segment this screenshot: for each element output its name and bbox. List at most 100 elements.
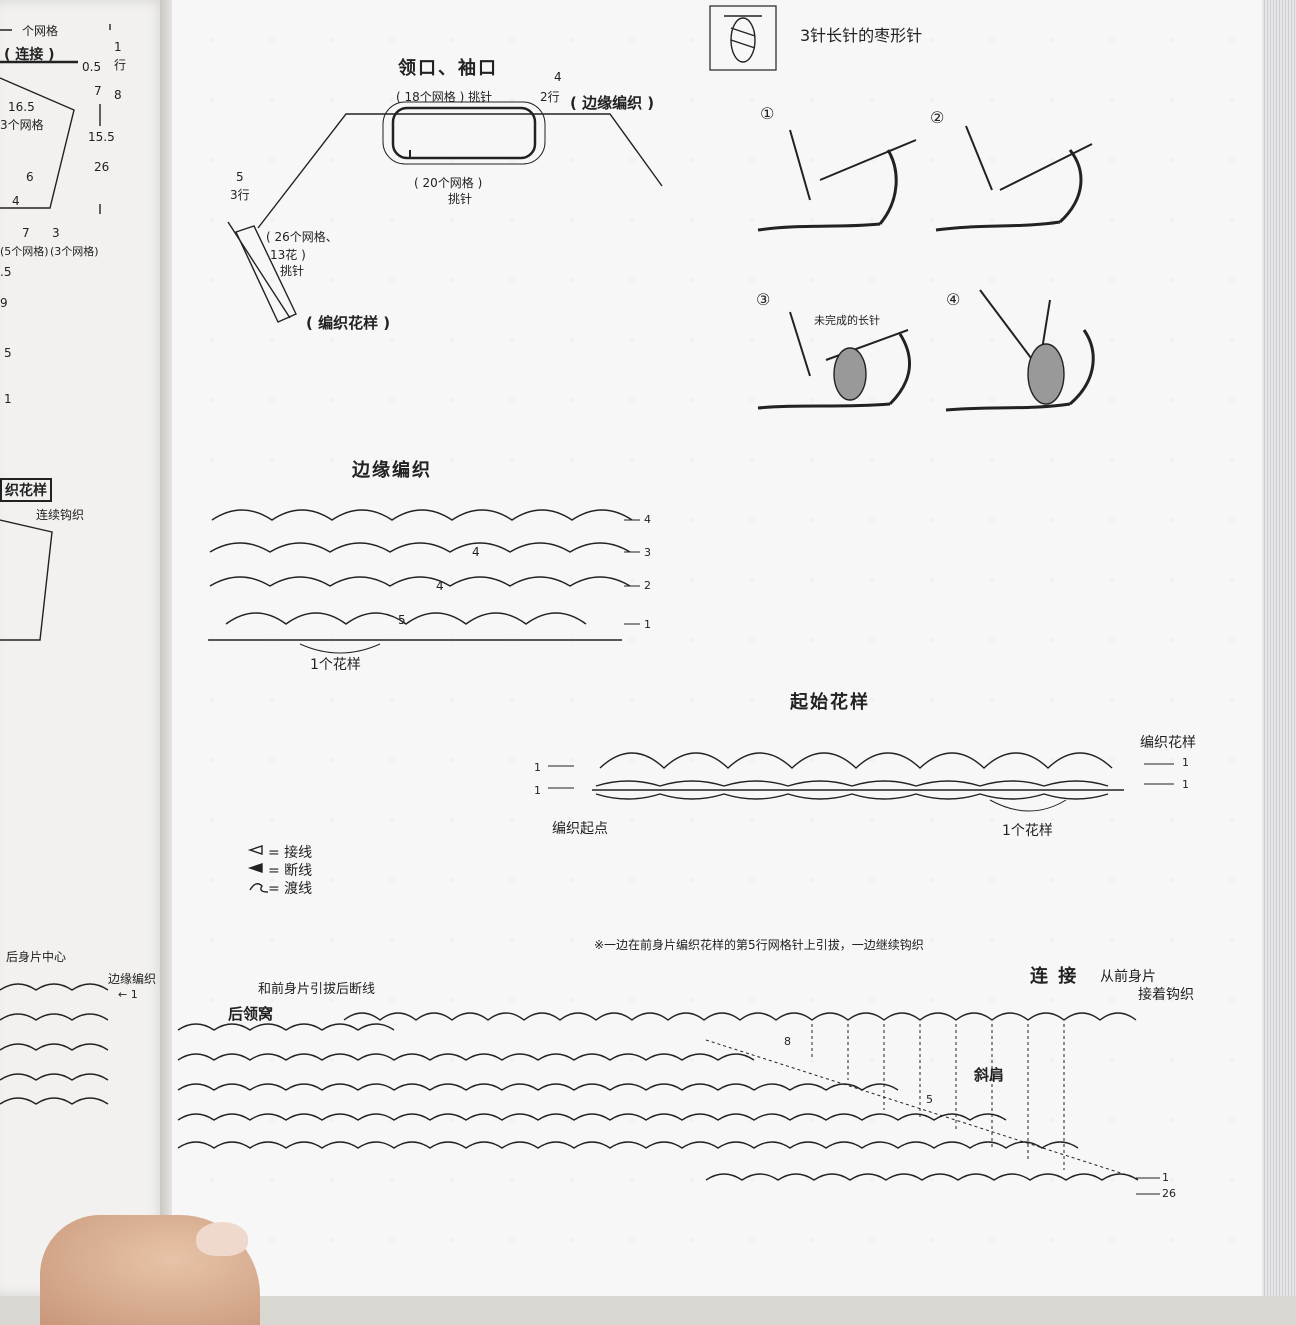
step-3: ③	[756, 290, 771, 309]
symbol-box	[709, 5, 777, 71]
left-join-label: ( 连接 )	[4, 47, 55, 63]
left-back-center: 后身片中心	[6, 950, 67, 964]
step-4: ④	[946, 290, 961, 309]
left-v6: 6	[26, 170, 34, 184]
step-1-illustration	[757, 129, 917, 232]
bottom-back-neck: 后领窝	[228, 1005, 274, 1023]
left-v155: 15.5	[88, 130, 115, 144]
edge-row-1: 1	[644, 618, 651, 631]
legend-cross-symbol	[249, 883, 269, 893]
neckline-rows-top: 4	[554, 70, 562, 84]
start-row-1d: 1	[1182, 778, 1189, 791]
left-v165: 16.5	[8, 100, 35, 114]
left-pattern-outline	[0, 519, 53, 641]
left-row: 行	[114, 58, 127, 72]
left-pattern-box: 织花样	[0, 478, 52, 502]
left-r1: 1	[114, 40, 122, 54]
step-2: ②	[930, 108, 945, 127]
bottom-row-26: 26	[1162, 1187, 1176, 1200]
edge-row-3: 3	[644, 546, 651, 559]
left-v7b: 7	[22, 226, 30, 240]
start-repeat: 1个花样	[1002, 823, 1053, 839]
symbol-title: 3针长针的枣形针	[800, 26, 923, 45]
left-body-outline	[0, 77, 75, 209]
diagram-graphics	[0, 5, 1174, 1195]
page-edges	[1262, 0, 1296, 1296]
bottom-row-1: 1	[1162, 1171, 1169, 1184]
left-v9: 9	[0, 296, 8, 310]
thumb-nail	[196, 1222, 248, 1256]
bottom-slope: 斜肩	[974, 1066, 1005, 1084]
neckline-title: 领口、袖口	[398, 58, 498, 79]
step-1: ①	[760, 104, 775, 123]
bottom-cut-after: 和前身片引拔后断线	[258, 982, 376, 997]
step-2-illustration	[935, 125, 1093, 232]
neckline-grid26: ( 26个网格、	[266, 230, 338, 244]
edge-repeat: 1个花样	[310, 657, 361, 673]
legend-cut-symbol	[247, 863, 263, 873]
start-row-1b: 1	[534, 784, 541, 797]
neckline-band	[391, 106, 537, 160]
start-row-1a: 1	[534, 761, 541, 774]
start-chart-title: 起始花样	[790, 692, 870, 713]
left-v26: 26	[94, 160, 110, 174]
left-arrow1: ← 1	[118, 988, 138, 1001]
neckline-edge-label: ( 边缘编织 )	[570, 94, 655, 112]
edge-row-2: 2	[644, 579, 651, 592]
edge-inner-4b: 4	[436, 579, 444, 593]
left-v5b: 5	[4, 346, 12, 360]
neckline-grid18: ( 18个网格 ) 挑针	[396, 90, 493, 104]
start-origin: 编织起点	[552, 821, 608, 837]
legend-join: = 接线	[268, 845, 313, 861]
neckline-pattern-label: ( 编织花样 )	[306, 314, 391, 332]
left-v3: 3	[52, 226, 60, 240]
start-chart-rows	[548, 752, 1174, 812]
neckline-pick: 挑针	[448, 192, 473, 206]
legend-cut: = 断线	[268, 863, 313, 879]
bottom-continue: 接着钩织	[1138, 987, 1194, 1003]
neckline-rows2: 2行	[540, 90, 560, 104]
unfinished-label: 未完成的长针	[814, 314, 880, 327]
neckline-rows3: 3行	[230, 188, 250, 202]
left-grid-label: 个网格	[22, 24, 59, 38]
legend-cross: = 渡线	[268, 881, 313, 897]
neckline-band-outer	[382, 101, 546, 165]
neckline-outer	[257, 113, 663, 229]
left-grid3b: (3个网格)	[50, 245, 99, 258]
left-grid5: (5个网格)	[0, 245, 49, 258]
step-3-illustration	[757, 311, 911, 410]
legend-join-symbol	[247, 845, 263, 855]
neckline-flower13: 13花 )	[270, 248, 306, 262]
edge-inner-5: 5	[398, 613, 406, 627]
start-row-1c: 1	[1182, 756, 1189, 769]
left-v7: 7	[94, 84, 102, 98]
left-grid3: 3个网格	[0, 118, 44, 132]
bottom-note: ※一边在前身片编织花样的第5行网格针上引拔，一边继续钩织	[594, 938, 924, 952]
edge-chart-title: 边缘编织	[352, 460, 432, 481]
bottom-chart-rows	[0, 983, 1160, 1195]
sleeve-band	[235, 225, 297, 323]
right-page	[172, 0, 1268, 1296]
left-page	[0, 0, 168, 1296]
edge-chart-rows	[208, 509, 640, 654]
symbol-puff	[730, 17, 756, 63]
start-pattern: 编织花样	[1140, 735, 1196, 751]
edge-inner-4a: 4	[472, 545, 480, 559]
left-v4: 4	[12, 194, 20, 208]
neckline-rows5: 5	[236, 170, 244, 184]
left-v05: 0.5	[82, 60, 102, 74]
bottom-from-front: 从前身片	[1100, 969, 1156, 985]
bottom-join: 连 接	[1030, 966, 1079, 987]
symbol-strokes	[724, 15, 762, 49]
neckline-grid20: ( 20个网格 )	[414, 176, 483, 190]
left-v5: .5	[0, 265, 12, 279]
step-4-illustration	[945, 289, 1095, 412]
left-edge: 边缘编织	[108, 972, 157, 986]
left-v1: 1	[4, 392, 12, 406]
neckline-pick2: 挑针	[280, 264, 305, 278]
left-dim-lines	[0, 24, 111, 214]
bottom-row-8: 8	[784, 1035, 791, 1048]
left-v8: 8	[114, 88, 122, 102]
edge-row-4: 4	[644, 513, 651, 526]
bottom-row-5: 5	[926, 1093, 933, 1106]
